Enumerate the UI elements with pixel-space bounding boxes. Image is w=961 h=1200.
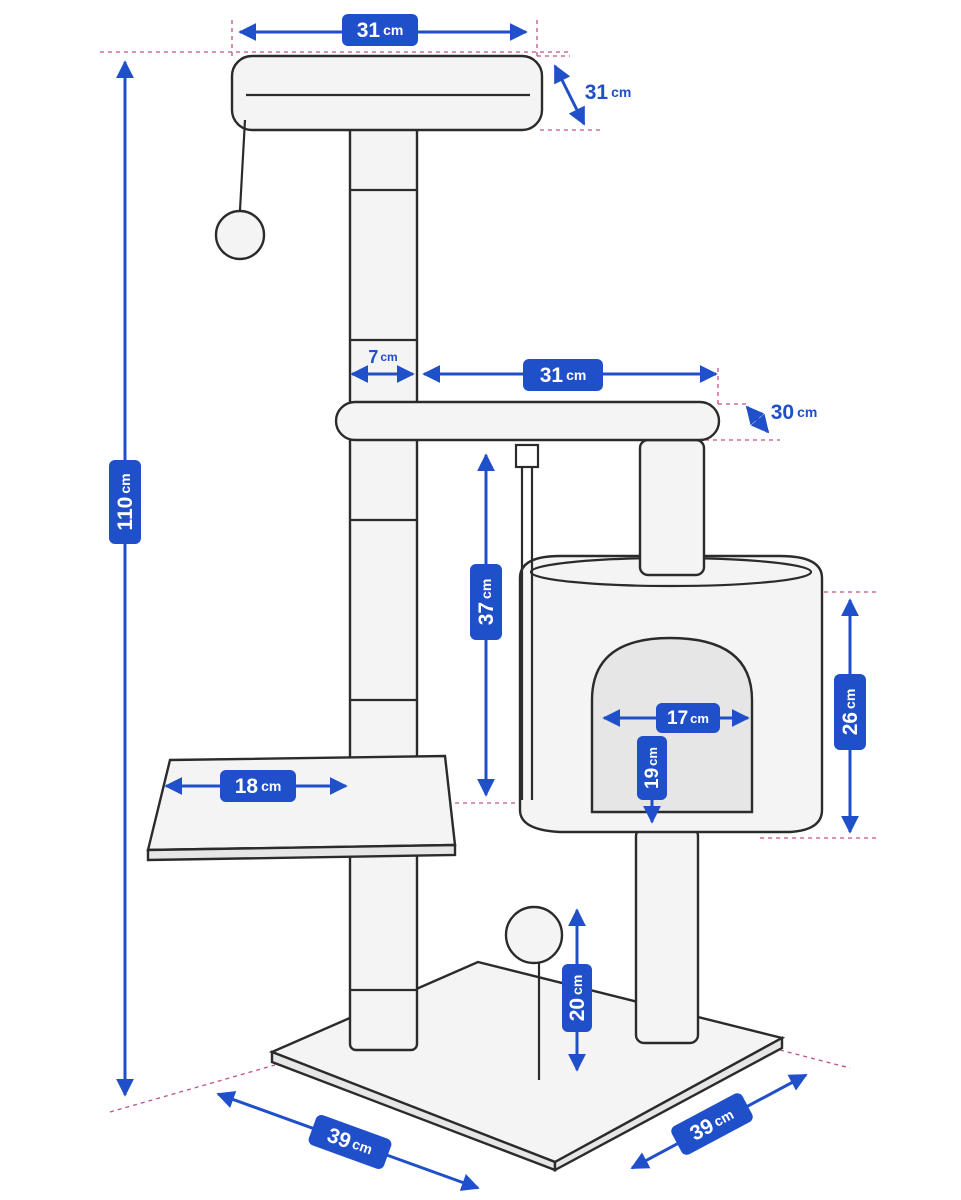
svg-text:110cm: 110cm: [114, 473, 137, 530]
top-perch: [230, 54, 544, 132]
step-platform: [146, 754, 457, 862]
dimension-arrows: [116, 23, 859, 1191]
label-middle-clearance: 37cm: [470, 564, 502, 640]
label-total-height: 110cm: [109, 460, 141, 544]
label-base-depth: 39cm: [671, 1093, 753, 1155]
svg-text:37cm: 37cm: [475, 579, 498, 626]
label-entrance-height: 19cm: [637, 736, 667, 800]
svg-text:20cm: 20cm: [566, 975, 589, 1022]
spring-ball-toy: [504, 905, 564, 1080]
main-post: [348, 123, 419, 1052]
condo-box: [518, 554, 824, 834]
hanging-ball-toy: [214, 119, 266, 261]
svg-text:7cm: 7cm: [368, 347, 397, 367]
label-condo-height: 26cm: [834, 674, 866, 750]
svg-text:19cm: 19cm: [642, 747, 663, 789]
svg-text:26cm: 26cm: [839, 689, 862, 736]
guide-lines: [100, 20, 880, 1113]
right-post: [634, 826, 700, 1045]
middle-support-post: [638, 438, 706, 577]
label-toy-height: 20cm: [562, 964, 592, 1032]
middle-platform: [334, 400, 721, 442]
hanging-rope-toy: [514, 443, 540, 800]
label-base-width: 39cm: [308, 1114, 392, 1170]
